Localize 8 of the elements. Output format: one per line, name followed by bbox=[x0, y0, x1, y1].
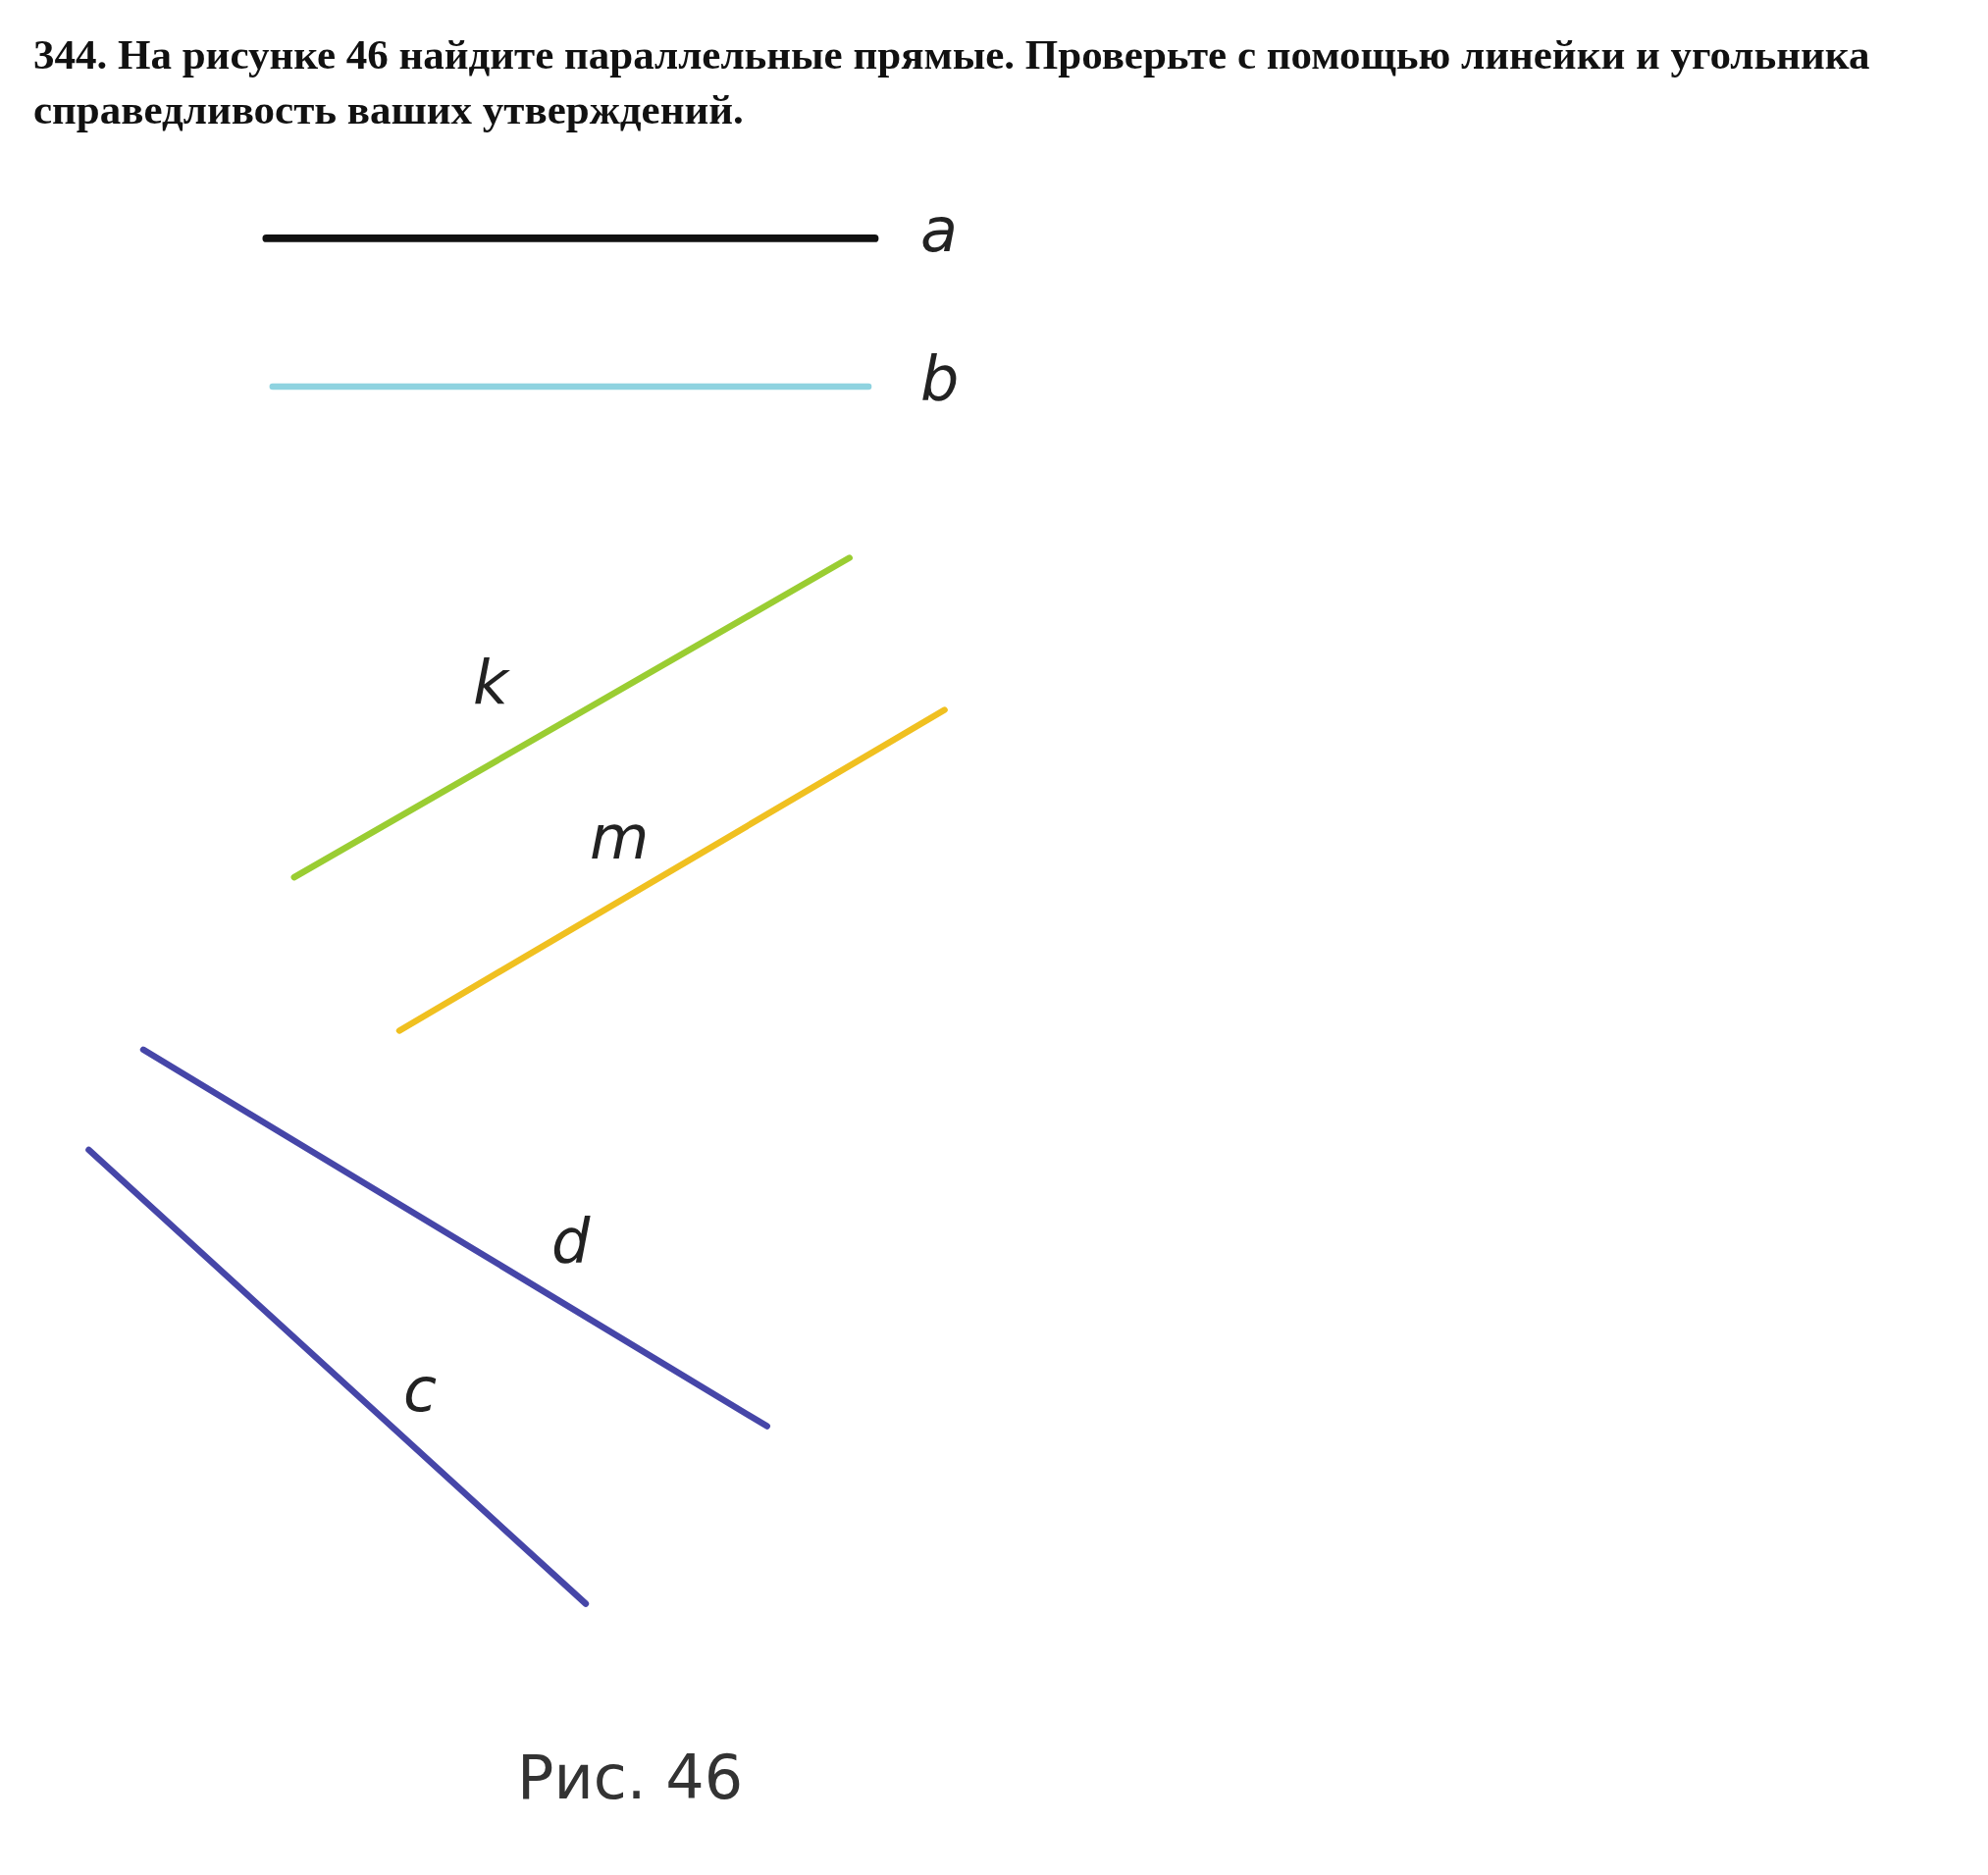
line-label: m bbox=[590, 807, 650, 868]
line-label: a bbox=[920, 200, 958, 261]
line-label: k bbox=[473, 652, 508, 713]
line-label: b bbox=[920, 348, 960, 409]
problem-text: 344. На рисунке 46 найдите параллельные прямые. Проверьте с помощью линейки и угольника справедливость ваших утверждений. bbox=[33, 30, 1871, 134]
figure-caption: Рис. 46 bbox=[517, 1747, 744, 1808]
line-label: c bbox=[403, 1360, 438, 1421]
line-label: d bbox=[551, 1211, 591, 1272]
